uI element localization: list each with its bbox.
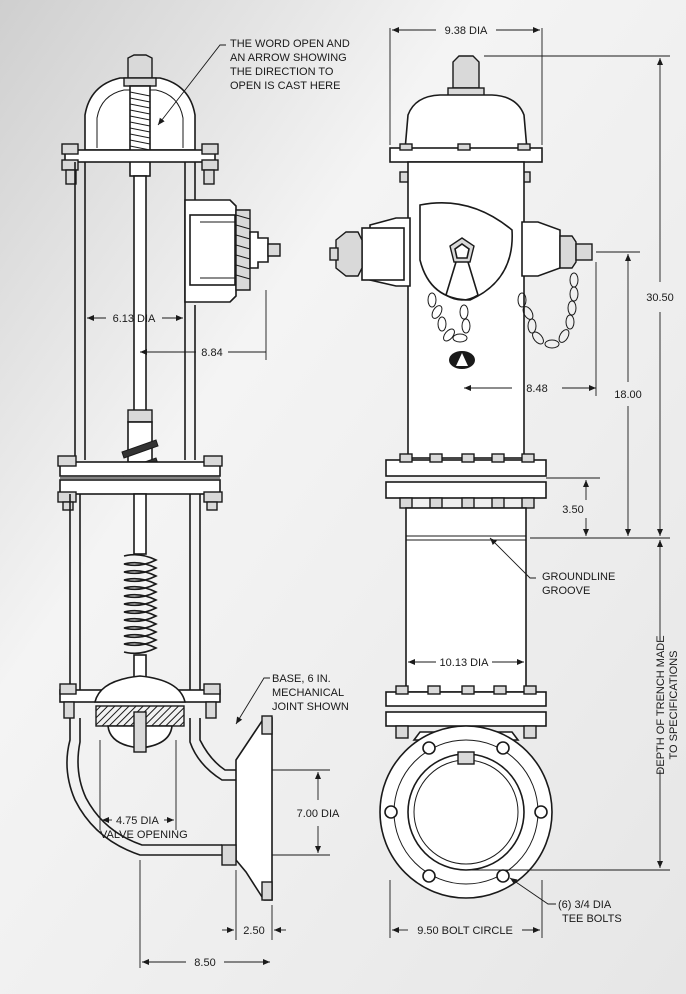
note-line: AN ARROW SHOWING — [230, 52, 347, 64]
note-line: JOINT SHOWN — [272, 701, 349, 713]
notes-tee-bolts: (6) 3/4 DIA TEE BOLTS — [558, 899, 622, 925]
note-line: OPEN IS CAST HERE — [230, 80, 340, 92]
note-line: MECHANICAL — [272, 687, 344, 699]
note-line: 4.75 DIA — [116, 815, 159, 827]
dim-flange-width: 2.50 — [243, 925, 264, 937]
note-line: THE WORD OPEN AND — [230, 38, 350, 50]
notes-groundline: GROUNDLINE GROOVE — [542, 571, 615, 597]
dimension-labels: 9.38 DIA 6.13 DIA 8.84 30.50 18.00 8.48 … — [113, 25, 674, 969]
notes-open-cast: THE WORD OPEN AND AN ARROW SHOWING THE D… — [230, 38, 350, 92]
dim-barrel-dia: 6.13 DIA — [113, 313, 156, 325]
note-line: TEE BOLTS — [562, 913, 622, 925]
note-line: GROOVE — [542, 585, 590, 597]
dim-flange-gap: 3.50 — [562, 504, 583, 516]
hydrant-front-drawing — [329, 55, 593, 899]
notes-trench: DEPTH OF TRENCH MADE TO SPECIFICATIONS — [655, 635, 680, 774]
note-line: GROUNDLINE — [542, 571, 615, 583]
dim-lower-barrel-dia: 10.13 DIA — [440, 657, 490, 669]
logo-mark — [449, 351, 475, 369]
dim-bolt-circle: 9.50 BOLT CIRCLE — [417, 925, 513, 937]
dim-overall-height: 30.50 — [646, 292, 674, 304]
hydrant-section-drawing — [57, 54, 281, 901]
notes-base: BASE, 6 IN. MECHANICAL JOINT SHOWN — [272, 673, 349, 713]
dim-nozzle-height: 18.00 — [614, 389, 642, 401]
note-line: DEPTH OF TRENCH MADE — [655, 635, 667, 774]
dim-side-nozzle: 8.84 — [201, 347, 222, 359]
note-line: (6) 3/4 DIA — [558, 899, 612, 911]
note-line: TO SPECIFICATIONS — [668, 651, 680, 760]
note-line: VALVE OPENING — [100, 829, 188, 841]
notes-valve: 4.75 DIA VALVE OPENING — [100, 815, 188, 841]
dimension-lines — [87, 27, 670, 968]
dim-base-length: 8.50 — [194, 957, 215, 969]
dim-inlet-dia: 7.00 DIA — [297, 808, 340, 820]
dim-front-nozzle: 8.48 — [526, 383, 547, 395]
note-line: THE DIRECTION TO — [230, 66, 334, 78]
dim-bonnet-dia: 9.38 DIA — [445, 25, 488, 37]
note-line: BASE, 6 IN. — [272, 673, 331, 685]
